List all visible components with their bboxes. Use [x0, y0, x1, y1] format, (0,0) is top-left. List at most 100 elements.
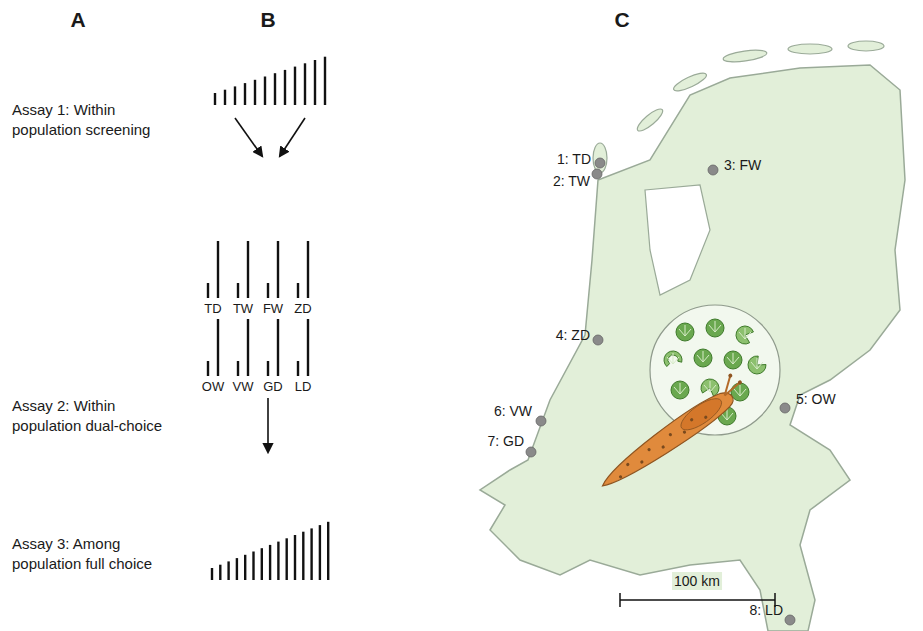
population-code: TW [233, 301, 253, 318]
sprout-vein [685, 329, 691, 336]
slug-body [595, 386, 737, 495]
flow-arrows [235, 118, 305, 452]
sprout-vein [727, 409, 728, 420]
sprout [748, 356, 766, 374]
sprout-vein [709, 325, 715, 332]
bar [267, 283, 269, 298]
sprout [724, 351, 742, 369]
bar [237, 283, 239, 298]
site-dot [536, 416, 546, 426]
slug-spot [626, 462, 630, 466]
bar [217, 319, 219, 376]
site-label: 8: LD [750, 601, 783, 619]
sprout-vein [697, 355, 703, 362]
slug-mantle [676, 393, 726, 435]
bar [269, 545, 271, 580]
slug-spot [704, 415, 708, 419]
site-label: 2: TW [553, 172, 590, 190]
bar [227, 561, 229, 580]
sprout [694, 349, 712, 367]
bar [234, 86, 236, 105]
eaten-sprout [701, 379, 719, 396]
bar [302, 532, 304, 580]
population-code: TD [204, 301, 221, 318]
lake [645, 185, 710, 295]
island [788, 44, 832, 54]
netherlands-outline [480, 65, 905, 631]
eaten-sprout [664, 351, 682, 367]
bar [286, 538, 288, 580]
bar [247, 319, 249, 376]
slug-spot [689, 418, 693, 422]
slug-spot [640, 460, 644, 464]
sprout-vein [710, 381, 711, 392]
sprout [701, 379, 719, 396]
sprout-vein [674, 387, 680, 394]
bar [264, 77, 266, 106]
bar [217, 241, 219, 298]
bar [307, 319, 309, 376]
bar [307, 241, 309, 298]
population-code: OW [202, 379, 224, 396]
site-dot [593, 335, 603, 345]
bar [277, 319, 279, 376]
eaten-sprout [736, 326, 753, 344]
population-code: LD [295, 379, 312, 396]
site-label: 7: GD [487, 432, 524, 450]
bar [310, 528, 312, 580]
bar [244, 83, 246, 105]
island [593, 143, 607, 173]
bar [224, 90, 226, 105]
flow-arrow [280, 118, 305, 156]
site-dot [592, 169, 602, 179]
bar [207, 283, 209, 298]
bar [319, 525, 321, 580]
sprout-body [671, 381, 689, 399]
sprout [706, 319, 724, 337]
site-label: 1: TD [557, 150, 591, 168]
sprout-vein [745, 328, 746, 339]
site-dot [780, 403, 790, 413]
eaten-sprout [748, 356, 766, 374]
bar [254, 80, 256, 105]
sprout-vein [740, 385, 741, 396]
slug-spot [661, 445, 665, 449]
sprout-vein [734, 389, 740, 396]
bar [274, 73, 276, 105]
sprout [664, 351, 682, 367]
scale-line [620, 599, 775, 601]
sprout-vein [673, 353, 674, 364]
tentacle-tip [737, 380, 743, 386]
island [723, 48, 768, 64]
bar [207, 361, 209, 376]
bar [247, 241, 249, 298]
bar-graphs [208, 57, 328, 580]
bar [327, 522, 329, 580]
tentacle-tip [728, 373, 734, 379]
assay-label: Assay 2: Within population dual-choice [12, 396, 184, 435]
sprout-vein [679, 329, 685, 336]
sprout-vein [745, 332, 751, 339]
sprout-vein [703, 351, 704, 362]
sprout-body [676, 323, 694, 341]
sprout-vein [680, 387, 686, 394]
sprout [671, 381, 689, 399]
site-dot [595, 158, 605, 168]
sprout-body [724, 351, 742, 369]
sprout-vein [710, 385, 716, 392]
sprout-vein [727, 413, 733, 420]
site-label: 6: VW [494, 402, 532, 420]
sprout-vein [715, 321, 716, 332]
bar [304, 63, 306, 105]
sprout-vein [704, 385, 710, 392]
site-label: 5: OW [796, 390, 836, 408]
population-code: VW [233, 379, 254, 396]
scale-tick [619, 593, 621, 607]
bar [297, 283, 299, 298]
bar [294, 67, 296, 105]
bar [324, 57, 326, 105]
flow-arrow [267, 398, 269, 452]
slug-spot [647, 447, 651, 451]
